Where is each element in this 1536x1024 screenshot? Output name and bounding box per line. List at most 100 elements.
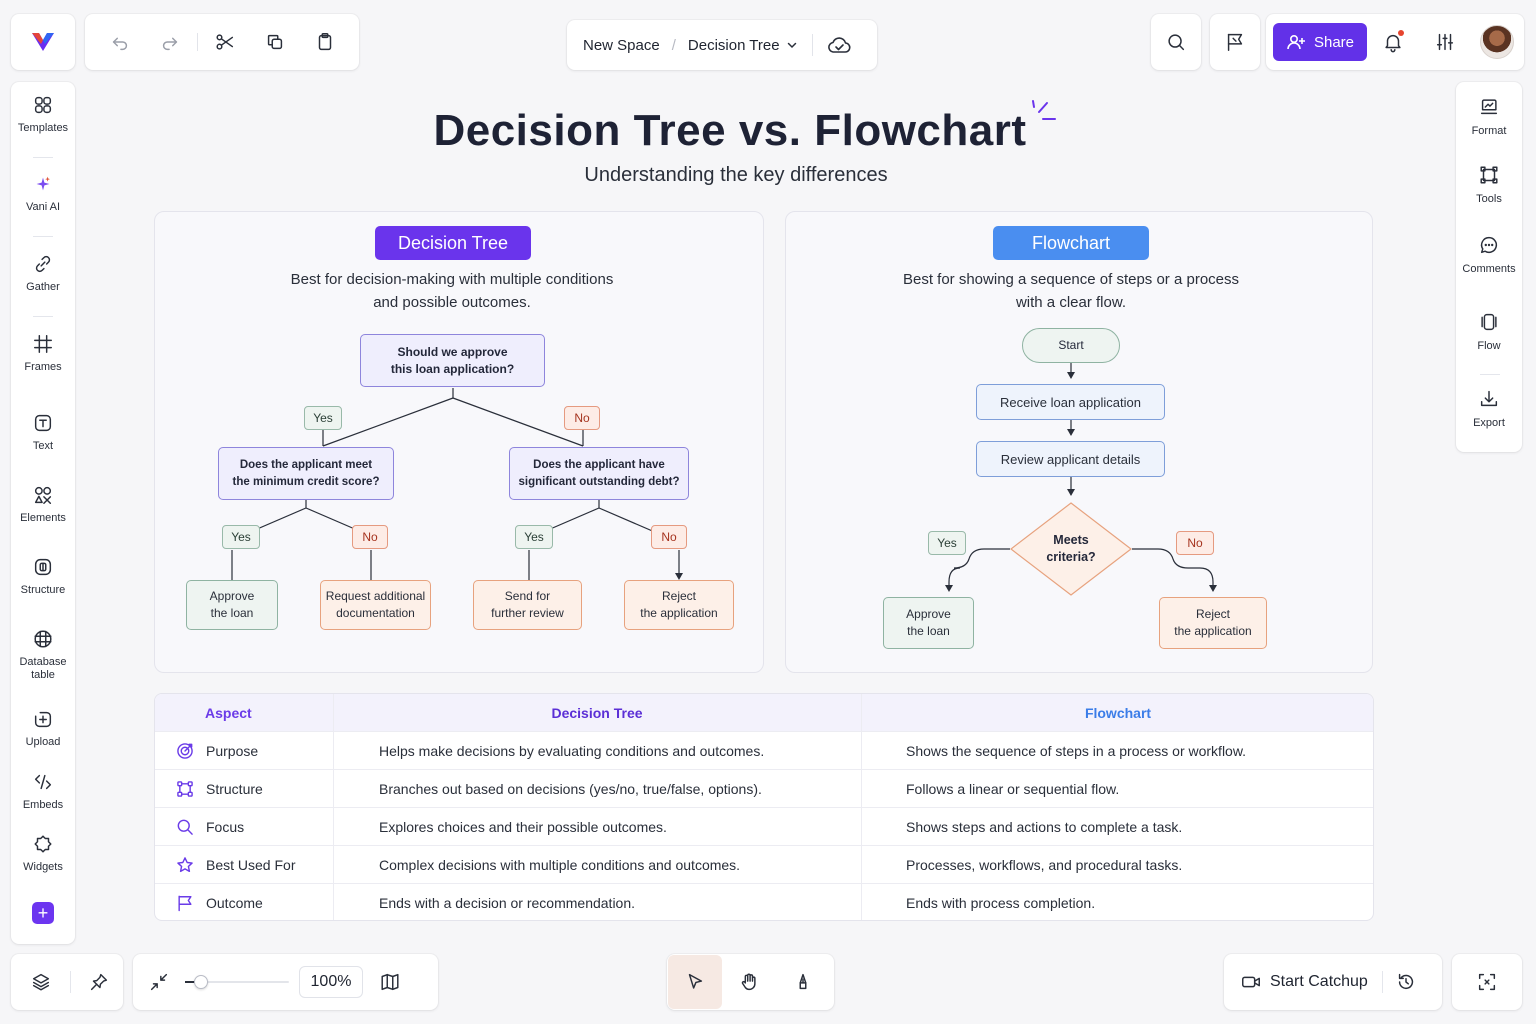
sidebar-item-upload[interactable]: Upload: [11, 708, 75, 749]
table-header-aspect[interactable]: Aspect: [155, 694, 333, 731]
present-flag-icon: [1227, 33, 1243, 51]
decision-tree-panel[interactable]: Decision Tree Best for decision-making w…: [154, 211, 764, 673]
sidebar-item-database-table[interactable]: Database table: [11, 628, 75, 682]
dt-outcome-further-review[interactable]: Send for further review: [473, 580, 582, 630]
dt-credit-score-question[interactable]: Does the applicant meet the minimum cred…: [218, 447, 394, 500]
right-item-export[interactable]: Export: [1456, 388, 1522, 429]
fit-to-screen-button[interactable]: [1452, 954, 1522, 1010]
table-header-decision-tree[interactable]: Decision Tree: [333, 694, 861, 731]
dt-outcome-approve[interactable]: Approve the loan: [186, 580, 278, 630]
flowchart-panel[interactable]: Flowchart Best for showing a sequence of…: [785, 211, 1373, 673]
sidebar-item-frames[interactable]: Frames: [11, 333, 75, 374]
fc-step-review-details[interactable]: Review applicant details: [976, 441, 1165, 477]
upload-icon: [34, 711, 52, 728]
sidebar-item-label: Elements: [20, 512, 66, 524]
select-tool-button[interactable]: [668, 955, 722, 1009]
layers-button[interactable]: [17, 962, 66, 1002]
pan-tool-button[interactable]: [722, 955, 776, 1009]
fc-decision-diamond[interactable]: [1009, 501, 1133, 597]
page-title[interactable]: Decision Tree vs. Flowchart: [0, 106, 1460, 156]
dt-debt-no-tag[interactable]: No: [651, 525, 687, 549]
sidebar-item-label: Text: [32, 440, 54, 452]
cloud-sync-icon[interactable]: [825, 33, 853, 57]
right-item-tools[interactable]: Tools: [1456, 164, 1522, 205]
dt-outcome-request-documentation[interactable]: Request additional documentation: [320, 580, 431, 630]
share-button[interactable]: Share: [1273, 23, 1367, 61]
notifications-button[interactable]: [1367, 22, 1419, 62]
undo-button[interactable]: [95, 22, 145, 62]
user-avatar-button[interactable]: [1471, 22, 1523, 62]
search-button[interactable]: [1151, 14, 1201, 70]
right-item-comments[interactable]: Comments: [1456, 234, 1522, 275]
sidebar-item-gather[interactable]: Gather: [11, 253, 75, 294]
flowchart-description[interactable]: Best for showing a sequence of steps or …: [786, 268, 1356, 314]
zoom-value[interactable]: 100%: [299, 966, 363, 998]
aspect-cell: Focus: [175, 808, 244, 846]
right-item-flow[interactable]: Flow: [1456, 311, 1522, 352]
collapse-button[interactable]: [139, 962, 179, 1002]
sidebar-item-widgets[interactable]: Widgets: [11, 833, 75, 874]
pin-button[interactable]: [74, 962, 123, 1002]
map-button[interactable]: [371, 962, 409, 1002]
connector-line: [1132, 548, 1214, 591]
dt-debt-yes-tag[interactable]: Yes: [515, 525, 553, 549]
breadcrumb-space[interactable]: New Space: [583, 36, 660, 54]
arrowhead: [675, 573, 683, 580]
fc-outcome-reject[interactable]: Reject the application: [1159, 597, 1267, 649]
present-button[interactable]: [1210, 14, 1260, 70]
sidebar-item-structure[interactable]: Structure: [11, 556, 75, 597]
sparkle-icon: [36, 176, 50, 191]
table-row[interactable]: Outcome Ends with a decision or recommen…: [155, 883, 1373, 920]
templates-icon: [34, 96, 52, 114]
zoom-toolbar: 100%: [133, 954, 438, 1010]
fc-yes-tag[interactable]: Yes: [928, 531, 966, 555]
comparison-table[interactable]: Aspect Decision Tree Flowchart Purpose H…: [154, 693, 1374, 921]
fc-step-receive-application[interactable]: Receive loan application: [976, 384, 1165, 420]
right-sidebar: Format Tools Comments Flow Export: [1456, 82, 1522, 452]
pin-icon: [90, 973, 107, 991]
pen-tool-button[interactable]: [776, 955, 830, 1009]
start-catchup-button[interactable]: Start Catchup: [1240, 971, 1368, 993]
page-subtitle[interactable]: Understanding the key differences: [584, 164, 888, 186]
app-logo-card[interactable]: [11, 14, 75, 70]
sidebar-item-templates[interactable]: Templates: [11, 94, 75, 135]
dt-root-question[interactable]: Should we approve this loan application?: [360, 334, 545, 387]
dt-branch-yes-tag[interactable]: Yes: [304, 406, 342, 430]
fc-no-tag[interactable]: No: [1176, 531, 1214, 555]
copy-button[interactable]: [250, 22, 300, 62]
dt-outstanding-debt-question[interactable]: Does the applicant have significant outs…: [509, 447, 689, 500]
breadcrumb: New Space / Decision Tree: [567, 20, 877, 70]
fc-outcome-approve[interactable]: Approve the loan: [883, 597, 974, 649]
sidebar-item-text[interactable]: Text: [11, 412, 75, 453]
decision-tree-description[interactable]: Best for decision-making with multiple c…: [155, 268, 749, 314]
cut-button[interactable]: [200, 22, 250, 62]
fc-start-node[interactable]: Start: [1022, 328, 1120, 363]
zoom-slider-thumb[interactable]: [194, 975, 208, 989]
dt-outcome-reject[interactable]: Reject the application: [624, 580, 734, 630]
redo-button[interactable]: [145, 22, 195, 62]
zoom-slider[interactable]: [185, 974, 289, 990]
aspect-label: Best Used For: [206, 857, 296, 873]
decision-tree-connectors: [231, 388, 683, 580]
table-row[interactable]: Structure Branches out based on decision…: [155, 769, 1373, 807]
flowchart-cell: Ends with process completion.: [906, 895, 1096, 911]
table-row[interactable]: Best Used For Complex decisions with mul…: [155, 845, 1373, 883]
history-button[interactable]: [1395, 971, 1417, 993]
add-button[interactable]: +: [32, 902, 54, 924]
paste-button[interactable]: [300, 22, 350, 62]
flowchart-pill[interactable]: Flowchart: [993, 226, 1149, 260]
dt-credit-no-tag[interactable]: No: [352, 525, 388, 549]
table-row[interactable]: Purpose Helps make decisions by evaluati…: [155, 731, 1373, 769]
sidebar-item-elements[interactable]: Elements: [11, 484, 75, 525]
table-row[interactable]: Focus Explores choices and their possibl…: [155, 807, 1373, 846]
dt-branch-no-tag[interactable]: No: [564, 406, 600, 430]
breadcrumb-current-board[interactable]: Decision Tree: [688, 37, 798, 54]
decision-tree-pill[interactable]: Decision Tree: [375, 226, 531, 260]
sidebar-item-embeds[interactable]: Embeds: [11, 771, 75, 812]
sidebar-item-vani-ai[interactable]: Vani AI: [11, 173, 75, 214]
arrowhead: [1067, 489, 1075, 496]
right-item-format[interactable]: Format: [1456, 96, 1522, 137]
settings-button[interactable]: [1419, 22, 1471, 62]
table-header-flowchart[interactable]: Flowchart: [861, 694, 1373, 731]
dt-credit-yes-tag[interactable]: Yes: [222, 525, 260, 549]
